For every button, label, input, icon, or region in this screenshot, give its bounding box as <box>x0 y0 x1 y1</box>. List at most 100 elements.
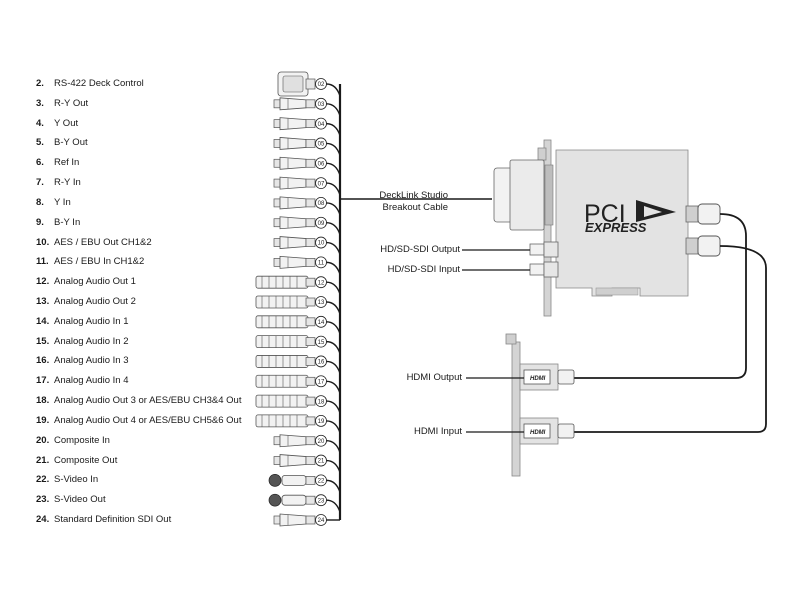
connector-tag-circle <box>315 177 327 189</box>
xlr-body <box>255 315 309 329</box>
connector-tag-number: 15 <box>318 340 325 346</box>
connector-tag-number: 08 <box>318 201 325 207</box>
connector-wire <box>326 400 341 414</box>
xlr-body <box>255 335 309 349</box>
breakout-connectors: 0203040506070809101112131415161718192021… <box>255 71 327 527</box>
connector-name: Y In <box>54 196 71 208</box>
hdmi-output-label: HDMI Output <box>406 372 462 383</box>
connector-wire <box>326 479 341 493</box>
connector-label-23: 23.S-Video Out <box>36 494 106 506</box>
pci-logo-arrow <box>636 200 676 222</box>
sdi-output-label: HD/SD-SDI Output <box>380 244 460 255</box>
hdmi-output-plug <box>557 369 575 385</box>
bnc-boot <box>305 198 316 208</box>
hdmi-bracket-plate <box>511 341 521 477</box>
connector-label-22: 22.S-Video In <box>36 474 98 486</box>
connector-name: Standard Definition SDI Out <box>54 514 172 525</box>
sdi-input-jack <box>529 263 545 276</box>
bnc-connector-10: 10 <box>273 236 327 249</box>
bnc-connector-08: 08 <box>273 196 327 210</box>
bnc-connector-07: 07 <box>273 176 327 190</box>
bnc-boot <box>305 178 316 188</box>
xlr-body <box>255 295 309 309</box>
xlr-boot <box>305 317 316 327</box>
connector-tag-circle <box>315 395 327 407</box>
connector-tag-number: 09 <box>318 221 325 227</box>
connector-label-10: 10.AES / EBU Out CH1&2 <box>36 237 152 249</box>
connector-wire <box>326 103 341 116</box>
bnc-tip <box>273 158 281 168</box>
connector-number: 2. <box>36 78 44 89</box>
svideo-connector-23: 23 <box>268 493 327 507</box>
breakout-cable-wiring <box>326 83 342 521</box>
connector-number: 16. <box>36 355 50 367</box>
connector-name: R-Y Out <box>54 97 89 109</box>
connector-number: 9. <box>36 216 44 228</box>
bnc-connector-24: 24 <box>273 513 327 527</box>
connector-tag-number: 12 <box>318 280 325 286</box>
bnc-tip <box>273 178 281 188</box>
connector-number: 19. <box>36 414 50 426</box>
breakout-cable-label-line1: DeckLink Studio <box>379 190 448 201</box>
connector-tag-circle <box>315 434 327 447</box>
connector-wire <box>326 122 341 136</box>
svideo-body <box>281 494 307 506</box>
bnc-body <box>279 176 307 190</box>
bnc-body <box>279 216 307 230</box>
connector-tag-number: 24 <box>318 518 325 524</box>
connector-label-16: 16.Analog Audio In 3 <box>36 355 128 367</box>
svideo-pins <box>268 474 282 487</box>
express-logo: EXPRESS <box>585 220 647 235</box>
dsub-header-shell <box>509 159 545 231</box>
xlr-boot <box>305 396 316 406</box>
bnc-body <box>279 236 307 249</box>
connector-wire <box>326 162 341 176</box>
card-hdmi-port-bottom <box>685 237 699 255</box>
connector-label-19: 19.Analog Audio Out 4 or AES/EBU CH5&6 O… <box>36 415 241 427</box>
hdmi-output-cable <box>572 213 747 379</box>
bnc-boot <box>305 158 316 168</box>
connector-tag-number: 21 <box>318 459 325 465</box>
xlr-body <box>255 275 309 289</box>
connector-name: S-Video Out <box>54 494 106 506</box>
bnc-connector-04: 04 <box>273 117 327 131</box>
connector-tag-number: 03 <box>318 102 325 108</box>
connector-wire <box>326 182 341 196</box>
bnc-connector-05: 05 <box>273 137 327 150</box>
connector-tag-circle <box>315 335 327 348</box>
bnc-tip <box>273 258 281 267</box>
sdi-output-jack-body <box>543 241 559 258</box>
bnc-connector-20: 20 <box>273 434 327 448</box>
connector-tag-number: 02 <box>318 82 325 88</box>
connector-name: Composite In <box>54 434 110 446</box>
connector-label-24: 24.Standard Definition SDI Out <box>36 514 171 526</box>
pci-express-card: PCI EXPRESS <box>493 139 721 317</box>
card-edge-connector <box>595 287 639 296</box>
connector-tag-circle <box>315 256 327 269</box>
connector-tag-number: 23 <box>318 498 325 504</box>
connector-tag-circle <box>315 197 327 209</box>
hdmi-input-badge: HDMI <box>530 430 546 436</box>
hdmi-bracket-tab <box>505 333 517 345</box>
xlr-boot <box>305 416 316 426</box>
svideo-boot <box>305 495 316 505</box>
bnc-boot <box>305 456 316 465</box>
connector-tag-circle <box>315 236 327 249</box>
bnc-body <box>279 513 307 527</box>
connector-tag-number: 14 <box>318 320 325 326</box>
bnc-boot <box>305 139 316 148</box>
connector-wire <box>326 241 341 255</box>
connector-tag-number: 04 <box>318 122 325 128</box>
connector-name: Analog Audio Out 1 <box>54 276 136 288</box>
bnc-tip <box>273 436 281 446</box>
connector-wire <box>326 360 341 374</box>
sdi-output-jack <box>529 243 545 256</box>
connector-label-04: 4.Y Out <box>36 118 78 130</box>
xlr-body <box>255 355 309 368</box>
xlr-connector-17: 17 <box>255 374 327 388</box>
connector-tag-circle <box>315 97 327 110</box>
xlr-connector-18: 18 <box>255 394 327 408</box>
connector-number: 10. <box>36 236 50 248</box>
connector-name: Analog Audio In 1 <box>54 315 129 327</box>
connector-label-02: 2.RS-422 Deck Control <box>36 78 144 90</box>
